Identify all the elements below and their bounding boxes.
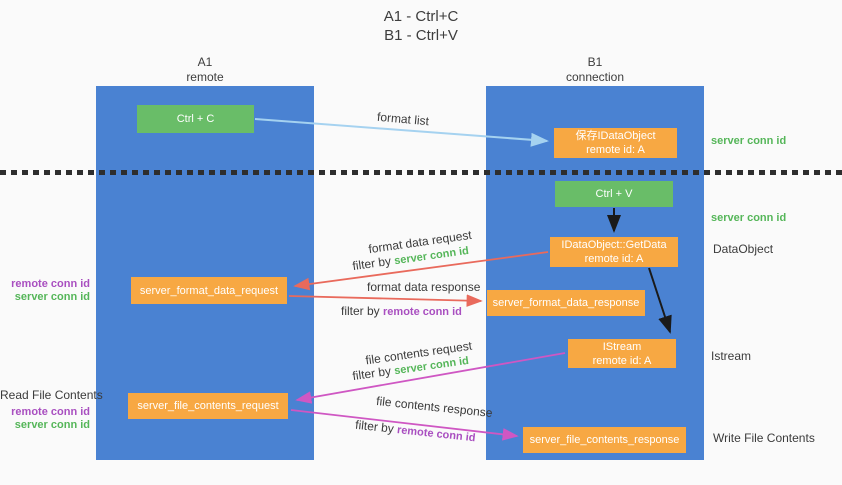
column-header-a1: A1 remote [96, 55, 314, 85]
right-label-istream: Istream [711, 349, 752, 363]
filter-by-text: filter by [351, 363, 396, 384]
node-save-idataobject-line1: 保存IDataObject [575, 130, 656, 142]
node-save-idataobject-line2: remote id: A [586, 144, 645, 156]
right-label-write-file-contents: Write File Contents [713, 431, 815, 445]
node-ctrl-c: Ctrl + C [137, 105, 254, 133]
label-format-list: format list [376, 109, 430, 129]
node-getdata-line1: IDataObject::GetData [561, 239, 667, 251]
left-label-remote-conn-id-1: remote conn id [11, 278, 90, 290]
column-a1-name: A1 [197, 55, 213, 69]
node-file-request-label: server_file_contents_request [137, 400, 279, 412]
right-label-server-conn-id-1: server conn id [711, 135, 787, 147]
column-a1-subtitle: remote [186, 70, 224, 84]
node-istream-line1: IStream [602, 340, 642, 353]
left-label-read-file-contents: Read File Contents [0, 388, 103, 402]
filter-by-text: filter by [354, 417, 398, 437]
node-server-format-data-response: server_format_data_response [487, 290, 645, 316]
node-getdata-line2: remote id: A [584, 253, 644, 265]
title-line-a1: A1 - Ctrl+C [383, 8, 459, 25]
node-format-response-label: server_format_data_response [492, 297, 640, 309]
right-label-server-conn-id-2: server conn id [711, 212, 787, 224]
remote-conn-id-text: remote conn id [383, 306, 462, 318]
node-save-idataobject: 保存IDataObject remote id: A [554, 128, 677, 158]
right-label-dataobject: DataObject [713, 242, 774, 256]
column-b1-name: B1 [587, 55, 603, 69]
label-filter-by-remote-conn-id-1: filter by remote conn id [341, 304, 462, 318]
title-line-b1: B1 - Ctrl+V [384, 27, 458, 44]
session-divider-dotted-line [0, 170, 842, 175]
node-server-format-data-request: server_format_data_request [131, 277, 287, 304]
node-server-file-contents-request: server_file_contents_request [128, 393, 288, 419]
node-server-file-contents-response: server_file_contents_response [523, 427, 686, 453]
left-label-server-conn-id-1: server conn id [14, 291, 90, 303]
label-format-data-response: format data response [367, 280, 481, 294]
node-format-request-label: server_format_data_request [139, 284, 279, 297]
remote-conn-id-text: remote conn id [396, 424, 477, 445]
node-istream: IStream remote id: A [568, 339, 676, 368]
node-ctrl-v-label: Ctrl + V [595, 188, 633, 200]
column-header-b1: B1 connection [486, 55, 704, 85]
node-istream-line2: remote id: A [592, 354, 652, 367]
node-file-response-label: server_file_contents_response [529, 434, 680, 446]
left-label-remote-conn-id-2: remote conn id [11, 406, 90, 418]
diagram-title: A1 - Ctrl+C B1 - Ctrl+V [0, 7, 842, 45]
filter-by-text: filter by [341, 304, 384, 318]
left-label-server-conn-id-2: server conn id [14, 419, 90, 431]
label-file-contents-response: file contents response [375, 393, 494, 421]
node-ctrl-c-label: Ctrl + C [176, 113, 215, 125]
label-filter-by-remote-conn-id-2: filter by remote conn id [355, 418, 477, 445]
column-b1-subtitle: connection [565, 70, 625, 84]
arrow-format-data-response [288, 294, 483, 307]
filter-by-text: filter by [351, 253, 396, 274]
node-idataobject-getdata: IDataObject::GetData remote id: A [550, 237, 678, 267]
node-ctrl-v: Ctrl + V [555, 181, 673, 207]
